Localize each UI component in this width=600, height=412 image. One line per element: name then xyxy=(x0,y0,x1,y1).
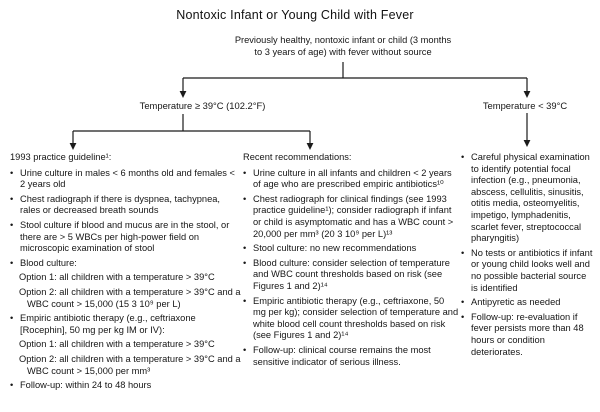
bullet-icon: • xyxy=(243,295,247,306)
list-item: • Chest radiograph for clinical findings… xyxy=(243,194,459,240)
list-item-text: Chest radiograph for clinical findings (… xyxy=(253,193,454,239)
arrowhead-low-temp-column xyxy=(523,140,531,147)
branch-label-low-temp: Temperature < 39°C xyxy=(482,100,568,111)
list-item: • Chest radiograph if there is dyspnea, … xyxy=(10,194,242,217)
branch-label-high-temp: Temperature ≥ 39°C (102.2°F) xyxy=(139,100,266,111)
list-item: Option 2: all children with a temperatur… xyxy=(10,287,242,310)
list-item: • Stool culture if blood and mucus are i… xyxy=(10,220,242,255)
column-recent-recommendations-header: Recent recommendations: xyxy=(243,152,352,162)
bullet-icon: • xyxy=(10,380,14,391)
list-item: • Follow-up: clinical course remains the… xyxy=(243,345,459,368)
arrowhead-recent-recommendations xyxy=(306,143,314,150)
list-item: • Careful physical examination to identi… xyxy=(461,152,594,245)
list-item-text: Option 2: all children with a temperatur… xyxy=(19,286,241,309)
list-item-text: Option 1: all children with a temperatur… xyxy=(19,272,215,283)
list-item: • Antipyretic as needed xyxy=(461,297,594,309)
bullet-icon: • xyxy=(243,257,247,268)
list-item-text: Follow-up: clinical course remains the m… xyxy=(253,344,431,367)
list-item: Option 1: all children with a temperatur… xyxy=(10,339,242,351)
column-low-temp-management-list: • Careful physical examination to identi… xyxy=(461,152,594,358)
list-item: • Urine culture in males < 6 months old … xyxy=(10,168,242,191)
column-recent-recommendations-list: • Urine culture in all infants and child… xyxy=(243,168,459,369)
list-item-text: Stool culture: no new recommendations xyxy=(253,243,417,254)
column-1993-guideline-list: • Urine culture in males < 6 months old … xyxy=(10,168,242,392)
bullet-icon: • xyxy=(10,313,14,324)
bullet-icon: • xyxy=(243,243,247,254)
list-item-text: Follow-up: within 24 to 48 hours xyxy=(20,380,152,391)
root-text-line-2: to 3 years of age) with fever without so… xyxy=(254,47,432,57)
column-1993-guideline-header: 1993 practice guideline¹: xyxy=(10,152,112,162)
arrowhead-low-temp xyxy=(523,91,531,98)
bullet-icon: • xyxy=(10,219,14,230)
column-recent-recommendations: Recent recommendations: • Urine culture … xyxy=(243,152,459,371)
list-item: • Stool culture: no new recommendations xyxy=(243,243,459,255)
list-item-text: Careful physical examination to identify… xyxy=(471,152,590,244)
bullet-icon: • xyxy=(10,167,14,178)
list-item: • Follow-up: re-evaluation if fever pers… xyxy=(461,312,594,358)
list-item: • No tests or antibiotics if infant or y… xyxy=(461,248,594,294)
list-item: • Blood culture: xyxy=(10,258,242,270)
list-item-text: Follow-up: re-evaluation if fever persis… xyxy=(471,311,584,357)
list-item-text: Urine culture in males < 6 months old an… xyxy=(20,167,235,190)
list-item: • Follow-up: within 24 to 48 hours xyxy=(10,380,242,392)
root-condition-node: Previously healthy, nontoxic infant or c… xyxy=(193,34,493,58)
root-text-line-1: Previously healthy, nontoxic infant or c… xyxy=(234,35,452,45)
column-low-temp-management: • Careful physical examination to identi… xyxy=(461,152,594,361)
column-1993-guideline: 1993 practice guideline¹: • Urine cultur… xyxy=(10,152,242,395)
page-title: Nontoxic Infant or Young Child with Feve… xyxy=(176,8,414,22)
bullet-icon: • xyxy=(243,167,247,178)
list-item-text: Urine culture in all infants and childre… xyxy=(253,167,452,190)
bullet-icon: • xyxy=(461,311,465,322)
bullet-icon: • xyxy=(243,344,247,355)
list-item-text: Blood culture: xyxy=(20,257,77,268)
bullet-icon: • xyxy=(10,257,14,268)
list-item-text: Blood culture: consider selection of tem… xyxy=(253,257,450,291)
bullet-icon: • xyxy=(10,193,14,204)
list-item: • Blood culture: consider selection of t… xyxy=(243,258,459,293)
list-item-text: Empiric antibiotic therapy (e.g., ceftri… xyxy=(20,313,196,335)
list-item: • Empiric antibiotic therapy (e.g., ceft… xyxy=(243,296,459,342)
list-item: Option 2: all children with a temperatur… xyxy=(10,354,242,377)
list-item: • Empiric antibiotic therapy (e.g., ceft… xyxy=(10,313,242,336)
bullet-icon: • xyxy=(461,297,465,308)
arrowhead-guideline-1993 xyxy=(69,143,77,150)
bullet-icon: • xyxy=(461,247,465,258)
list-item-text: Option 1: all children with a temperatur… xyxy=(19,339,215,350)
list-item-text: Option 2: all children with a temperatur… xyxy=(19,353,241,376)
bullet-icon: • xyxy=(243,193,247,204)
list-item-text: Stool culture if blood and mucus are in … xyxy=(20,219,230,254)
list-item-text: No tests or antibiotics if infant or you… xyxy=(471,247,593,293)
list-item-text: Chest radiograph if there is dyspnea, ta… xyxy=(20,193,221,216)
list-item: • Urine culture in all infants and child… xyxy=(243,168,459,191)
list-item-text: Antipyretic as needed xyxy=(471,297,561,308)
arrowhead-high-temp xyxy=(179,91,187,98)
bullet-icon: • xyxy=(461,152,465,162)
list-item: Option 1: all children with a temperatur… xyxy=(10,272,242,284)
list-item-text: Empiric antibiotic therapy (e.g., ceftri… xyxy=(253,295,459,341)
